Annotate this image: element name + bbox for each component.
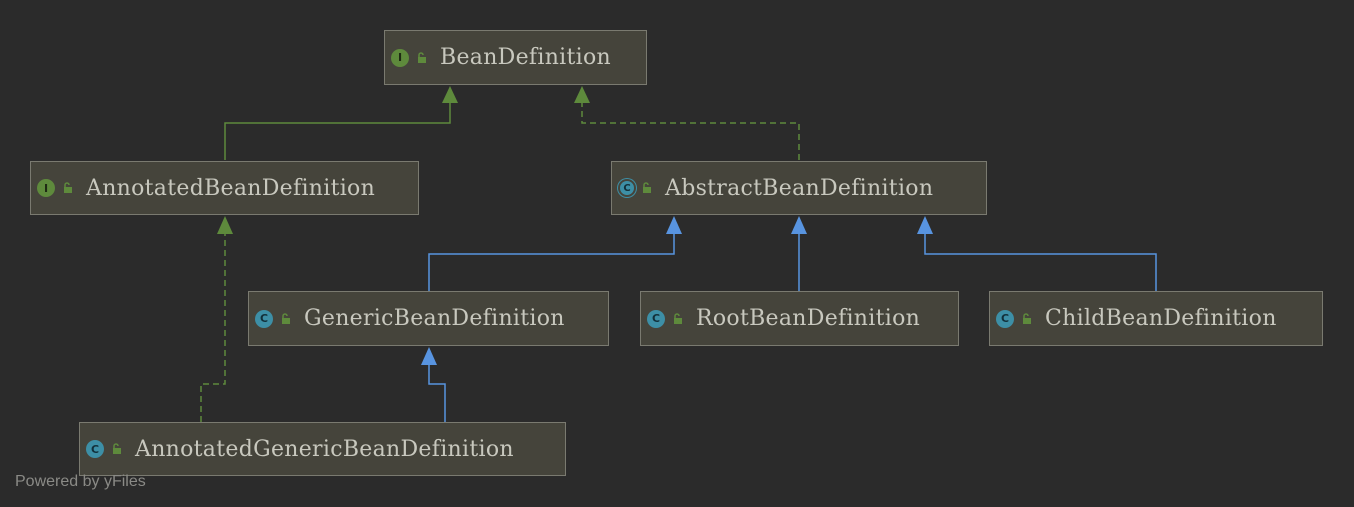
node-annotated-bean-definition[interactable]: I AnnotatedBeanDefinition <box>30 161 419 215</box>
node-root-bean-definition[interactable]: C RootBeanDefinition <box>640 291 959 346</box>
edge-abstract-to-beandefinition <box>581 102 800 160</box>
node-label: AnnotatedBeanDefinition <box>86 175 376 201</box>
edge-child-to-abstract <box>924 233 1157 291</box>
node-label: ChildBeanDefinition <box>1045 306 1277 331</box>
edges-layer <box>200 86 1157 422</box>
node-annotated-generic-bean-definition[interactable]: C AnnotatedGenericBeanDefinition <box>79 422 566 476</box>
interface-icon: I <box>37 179 55 197</box>
unlock-icon <box>418 51 426 63</box>
arrowhead-child-to-abstract <box>917 216 933 234</box>
unlock-icon <box>1023 312 1031 324</box>
interface-icon: I <box>391 48 409 67</box>
powered-by-footer: Powered by yFiles <box>15 473 146 490</box>
unlock-icon <box>64 182 72 193</box>
edge-annotatedgeneric-to-generic <box>428 364 446 422</box>
class-icon: C <box>996 309 1014 328</box>
class-icon: C <box>647 309 665 328</box>
node-label: AnnotatedGenericBeanDefinition <box>135 436 514 462</box>
node-abstract-bean-definition[interactable]: C AbstractBeanDefinition <box>611 161 987 215</box>
edge-generic-to-abstract <box>428 233 675 291</box>
node-child-bean-definition[interactable]: C ChildBeanDefinition <box>989 291 1323 346</box>
arrowhead-annotated-to-beandefinition <box>442 86 458 103</box>
node-label: RootBeanDefinition <box>696 306 921 331</box>
node-label: AbstractBeanDefinition <box>665 175 934 201</box>
arrowhead-generic-to-abstract <box>666 216 682 234</box>
edge-annotatedgeneric-to-annotated <box>200 233 226 422</box>
unlock-icon <box>282 312 290 324</box>
class-icon: C <box>86 440 104 458</box>
arrowhead-annotatedgeneric-to-annotated <box>217 216 233 234</box>
unlock-icon <box>643 182 651 193</box>
unlock-icon <box>674 312 682 324</box>
node-label: GenericBeanDefinition <box>304 306 565 331</box>
arrowhead-annotatedgeneric-to-generic <box>421 347 437 365</box>
node-generic-bean-definition[interactable]: C GenericBeanDefinition <box>248 291 609 346</box>
arrowhead-abstract-to-beandefinition <box>574 86 590 103</box>
arrowhead-root-to-abstract <box>791 216 807 234</box>
unlock-icon <box>113 443 121 454</box>
node-label: BeanDefinition <box>440 45 612 70</box>
node-bean-definition[interactable]: I BeanDefinition <box>384 30 647 85</box>
class-icon: C <box>255 309 273 328</box>
edge-annotated-to-beandefinition <box>224 102 451 160</box>
abstract-class-icon: C <box>620 181 634 195</box>
